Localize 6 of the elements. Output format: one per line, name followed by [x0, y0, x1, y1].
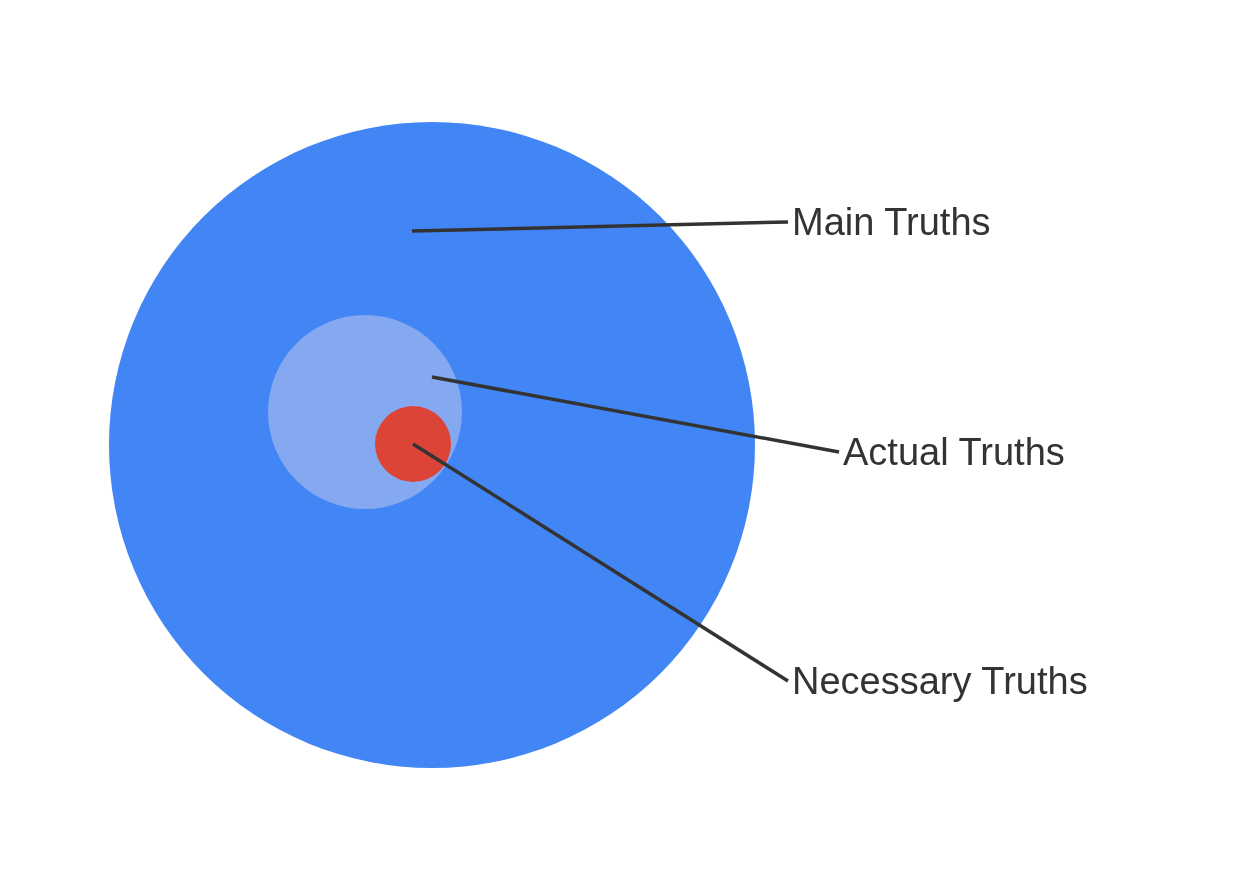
callout-label: Necessary Truths	[792, 662, 1088, 700]
callout-label: Main Truths	[792, 203, 991, 241]
leader-line	[431, 375, 840, 454]
leader-line	[411, 220, 789, 233]
callout-label: Actual Truths	[843, 433, 1065, 471]
leader-line	[412, 442, 789, 683]
